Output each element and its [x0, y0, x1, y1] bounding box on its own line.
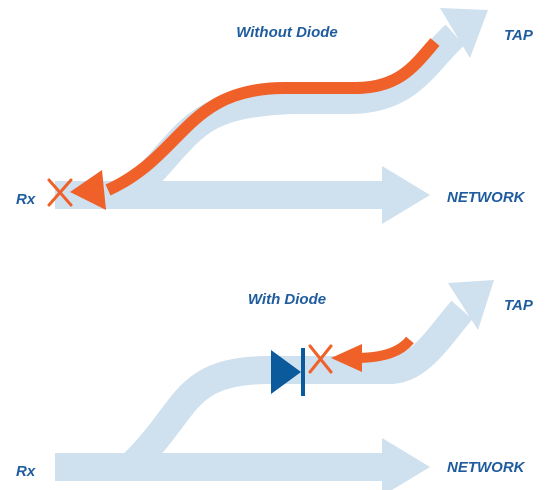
signal-line	[359, 336, 414, 363]
tap-line	[120, 300, 473, 478]
x-mark-icon	[47, 178, 73, 207]
leak-signal-arrow	[70, 38, 440, 210]
diode-icon	[271, 348, 305, 396]
network-label: NETWORK	[447, 459, 526, 476]
tap-path	[120, 280, 494, 478]
tap-label: TAP	[504, 27, 534, 44]
network-arrowhead	[382, 438, 430, 490]
panel-title: Without Diode	[236, 24, 338, 41]
panel-with-diode: With Diode TAP Rx NETWORK	[16, 280, 534, 490]
tap-line	[120, 24, 465, 205]
tap-label: TAP	[504, 297, 534, 314]
network-path	[55, 438, 430, 490]
blocked-signal-arrow	[331, 336, 414, 372]
network-label: NETWORK	[447, 189, 526, 206]
signal-arrowhead	[331, 344, 362, 372]
panel-without-diode: Without Diode TAP Rx NETWORK	[16, 8, 534, 224]
network-arrowhead	[382, 166, 430, 224]
rx-label: Rx	[16, 463, 36, 480]
rx-label: Rx	[16, 191, 36, 208]
x-mark-icon	[308, 344, 333, 374]
tap-arrowhead	[440, 8, 488, 58]
tap-arrowhead	[448, 280, 494, 330]
panel-title: With Diode	[248, 291, 326, 308]
signal-arrowhead	[70, 170, 106, 210]
network-path	[55, 166, 430, 224]
diode-triangle	[271, 350, 301, 394]
signal-line	[105, 38, 440, 196]
